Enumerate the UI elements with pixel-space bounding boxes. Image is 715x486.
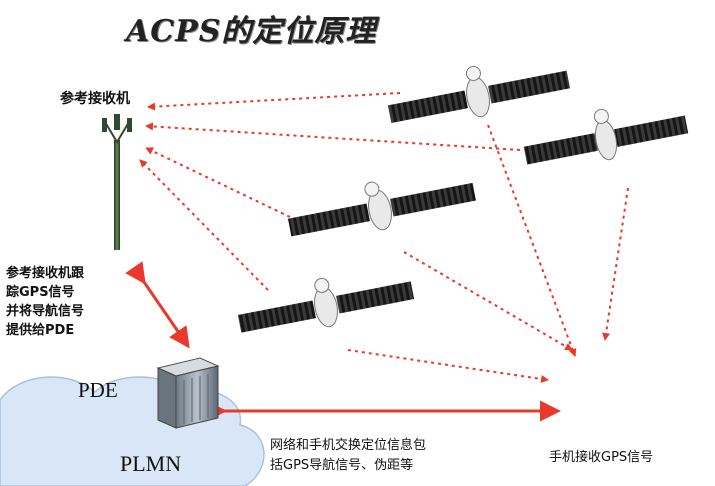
exchange-line: 网络和手机交换定位信息包 (270, 438, 427, 453)
gps-satellite-4 (237, 277, 415, 333)
pde-server (156, 357, 220, 429)
reference-desc-line: 并将导航信号 (6, 304, 85, 319)
reference-desc-line: 踪GPS信号 (6, 285, 75, 300)
signal-sat1-to-reference (147, 92, 401, 111)
gps-satellite-1 (387, 65, 571, 124)
signal-sat4-to-phone (347, 349, 549, 383)
reference-receiver-label: 参考接收机 (60, 91, 130, 107)
gps-satellite-3 (287, 181, 476, 237)
gps-signal-arrows (139, 92, 629, 383)
data-link-arrows (125, 261, 561, 422)
signal-sat3-to-phone (403, 251, 573, 351)
signal-sat2-to-reference (145, 122, 521, 151)
signal-sat4-to-reference (139, 159, 269, 291)
signal-sat2-to-phone (602, 187, 629, 341)
pde-label: PDE (78, 378, 118, 402)
arrow-reference-to-pde (125, 261, 190, 349)
reference-receiver-antenna (102, 114, 132, 250)
signal-sat1-to-phone (487, 124, 577, 357)
diagram-title: ACPS的定位原理 (126, 14, 377, 49)
reference-desc-line: 参考接收机跟 (6, 266, 85, 281)
reference-receiver-description: 参考接收机跟 踪GPS信号 并将导航信号 提供给PDE (6, 264, 131, 340)
signal-sat3-to-reference (145, 147, 291, 218)
gps-satellite-2 (523, 108, 689, 165)
phone-receiver-label: 手机接收GPS信号 (549, 450, 654, 465)
plmn-label: PLMN (120, 451, 182, 476)
exchange-line: 括GPS导航信号、伪距等 (270, 458, 414, 473)
exchange-description: 网络和手机交换定位信息包 括GPS导航信号、伪距等 (270, 436, 426, 476)
reference-desc-line: 提供给PDE (6, 323, 75, 338)
